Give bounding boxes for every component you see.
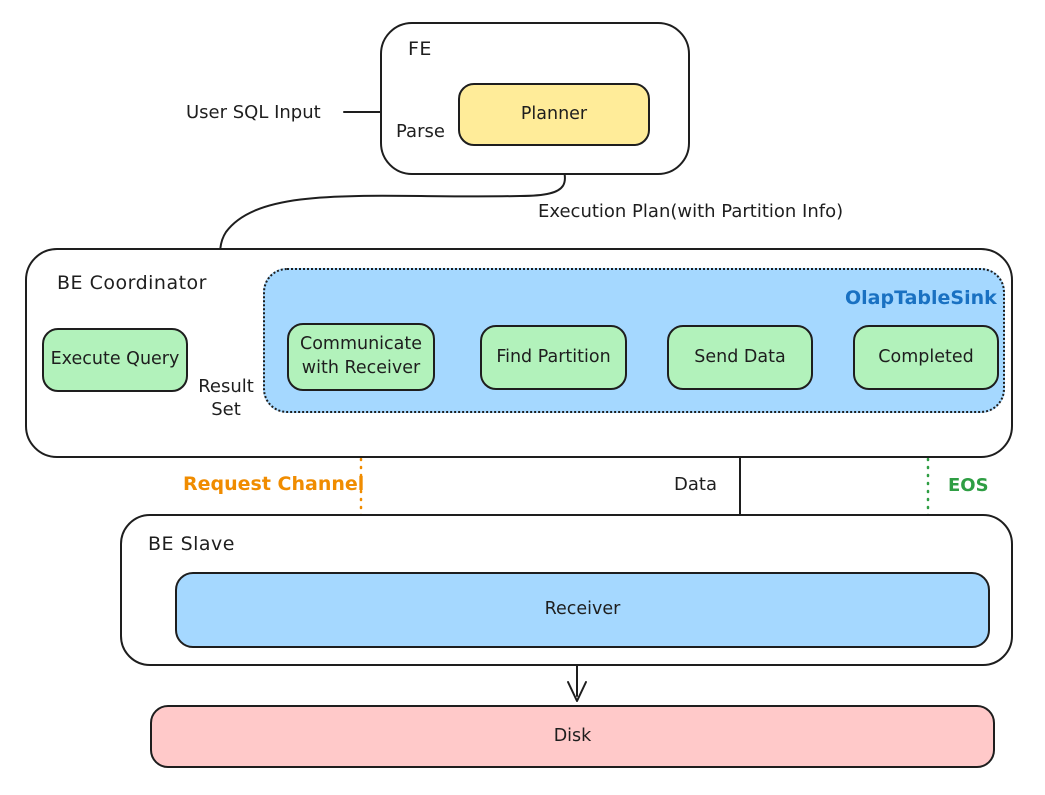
be-slave-label: BE Slave xyxy=(148,533,235,555)
send-data-node: Send Data xyxy=(667,325,813,390)
execute-query-node: Execute Query xyxy=(42,328,188,392)
eos-label: EOS xyxy=(948,475,989,496)
find-partition-label: Find Partition xyxy=(496,346,611,367)
planner-label: Planner xyxy=(520,103,588,124)
disk-label: Disk xyxy=(553,725,592,746)
execution-plan-label: Execution Plan(with Partition Info) xyxy=(538,201,844,222)
planner-node: Planner xyxy=(458,83,650,146)
olap-table-sink-label: OlapTableSink xyxy=(845,287,997,309)
completed-node: Completed xyxy=(853,325,999,390)
communicate-with-receiver-label: Communicate with Receiver xyxy=(299,334,423,378)
receiver-node: Receiver xyxy=(175,572,990,648)
be-coordinator-label: BE Coordinator xyxy=(57,272,207,294)
result-set-label: Result Set xyxy=(198,376,254,421)
parse-label: Parse xyxy=(396,121,445,142)
data-label: Data xyxy=(674,474,717,495)
find-partition-node: Find Partition xyxy=(480,325,627,390)
receiver-label: Receiver xyxy=(544,599,621,620)
fe-label: FE xyxy=(408,38,432,60)
send-data-label: Send Data xyxy=(694,346,786,367)
execute-query-label: Execute Query xyxy=(50,349,180,370)
communicate-with-receiver-node: Communicate with Receiver xyxy=(287,323,435,391)
request-channel-label: Request Channel xyxy=(183,473,365,495)
user-sql-input-label: User SQL Input xyxy=(186,102,321,123)
disk-node: Disk xyxy=(150,705,995,768)
completed-label: Completed xyxy=(878,346,974,367)
